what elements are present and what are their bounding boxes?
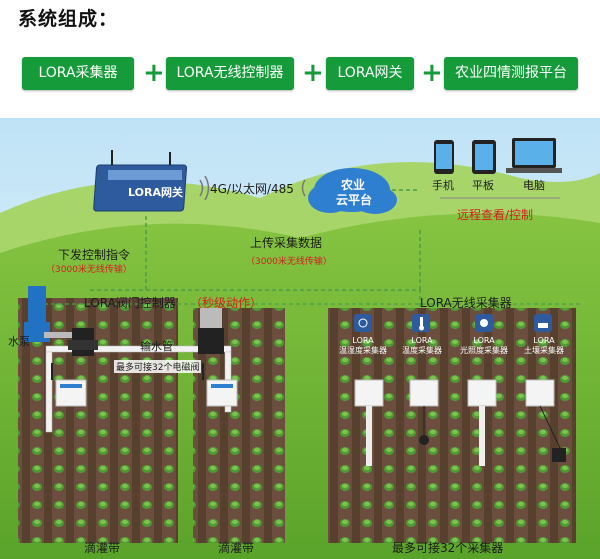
valve-controller-2 [202, 363, 238, 407]
controller-note: （秒级动作） [190, 296, 263, 310]
tablet-device [472, 140, 496, 174]
cloud-line1: 农业 [341, 178, 366, 192]
sun-icon [475, 314, 493, 332]
gateway-device [93, 150, 188, 212]
water-pump [24, 286, 74, 342]
downlink-range: （3000米无线传输） [46, 265, 132, 275]
valves-max-label: 最多可接32个电磁阀 [114, 360, 202, 373]
downlink-label: 下发控制指令 [58, 248, 131, 262]
collectors-max-label: 最多可接32个采集器 [392, 541, 504, 555]
device-label-phone: 手机 [432, 179, 454, 192]
plus-sign: + [143, 58, 165, 88]
thermometer-icon [412, 314, 430, 332]
component-lora-collector: LORA采集器 [22, 57, 134, 90]
valve-controller-1 [51, 363, 87, 407]
gateway-brand: LORA网关 [128, 186, 183, 199]
collector-3 [467, 379, 497, 466]
plus-sign: + [421, 58, 443, 88]
sensor-label-temperature: LORA 温度采集器 [402, 336, 442, 355]
plus-sign: + [302, 58, 324, 88]
section-title: 系统组成： [18, 8, 119, 30]
solenoid-valve-2 [198, 308, 224, 354]
soil-icon [534, 314, 552, 332]
pump-label: 水泵 [8, 335, 30, 348]
pipe-label: 输水管 [140, 340, 173, 353]
collector-1 [354, 379, 384, 466]
collector-4 [525, 379, 566, 462]
collector-2 [409, 379, 439, 445]
drip-tape-left: 滴灌带 [84, 541, 121, 555]
gateway-link-label: 4G/以太网/485 [210, 182, 294, 196]
component-lora-gateway: LORA网关 [326, 57, 414, 90]
controller-label: LORA阀门控制器 [84, 296, 176, 310]
uplink-range: （3000米无线传输） [246, 257, 332, 267]
component-lora-controller: LORA无线控制器 [166, 57, 294, 90]
drip-tape-middle: 滴灌带 [218, 541, 255, 555]
uplink-label: 上传采集数据 [250, 236, 323, 250]
scene-illustration [0, 118, 600, 559]
device-label-tablet: 平板 [472, 179, 494, 192]
remote-view-label: 远程查看/控制 [457, 208, 534, 222]
sensor-label-light: LORA 光照度采集器 [460, 336, 508, 355]
component-agri-platform: 农业四情测报平台 [444, 57, 578, 90]
sensor-label-thermo-humidity: LORA 温湿度采集器 [339, 336, 387, 355]
laptop-device [506, 138, 562, 173]
sensor-label-soil: LORA 土壤采集器 [524, 336, 564, 355]
solenoid-valve-1 [68, 328, 98, 356]
cloud-platform [308, 168, 397, 214]
phone-device [434, 140, 454, 174]
thermo-humidity-icon [354, 314, 372, 332]
farm-scene [0, 118, 600, 559]
device-label-computer: 电脑 [523, 179, 545, 192]
water-pipe [45, 345, 232, 353]
cloud-line2: 云平台 [336, 193, 373, 207]
collector-title: LORA无线采集器 [420, 296, 512, 310]
